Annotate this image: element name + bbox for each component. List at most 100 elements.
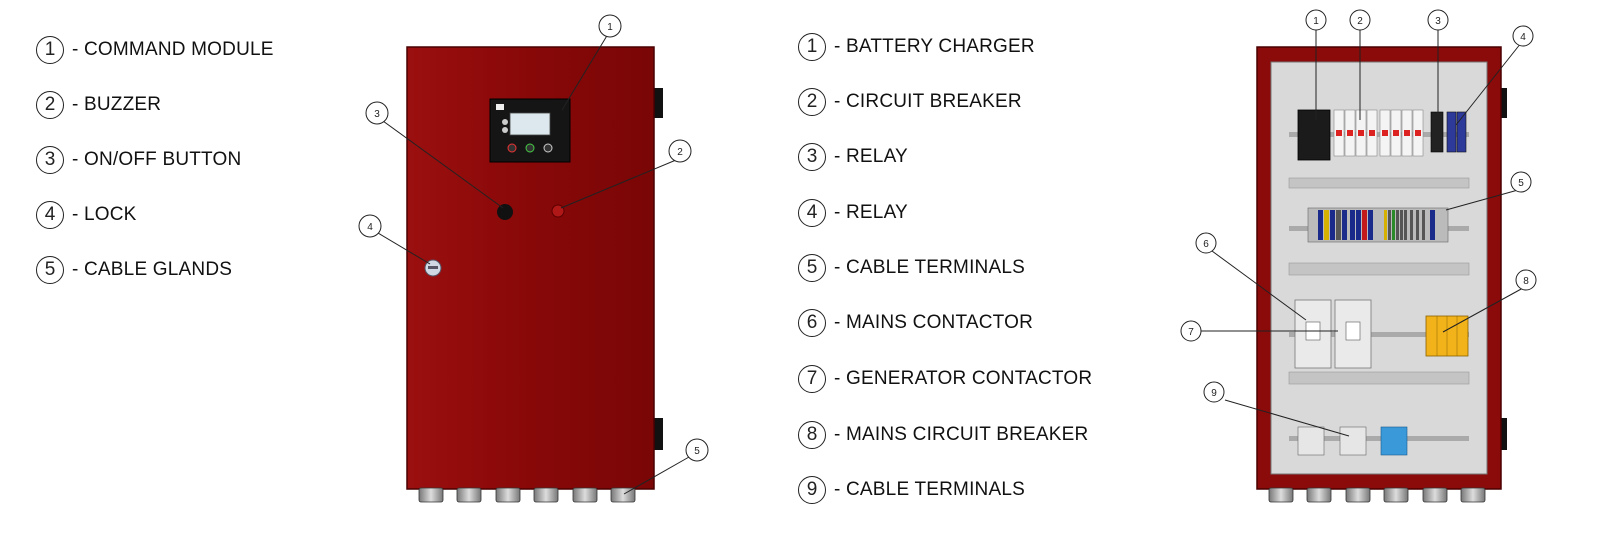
- legend-label: - CABLE GLANDS: [72, 259, 233, 280]
- legend-number: 5: [798, 254, 826, 282]
- legend-number: 3: [798, 143, 826, 171]
- front-legend-item-3: 3 - ON/OFF BUTTON: [36, 146, 241, 174]
- interior-callout-1: 1: [1305, 9, 1327, 31]
- svg-text:8: 8: [1523, 276, 1529, 287]
- down-arrow-icon: [502, 127, 508, 133]
- front-callout-5: 5: [685, 438, 709, 462]
- interior-callout-5: 5: [1510, 171, 1532, 193]
- start-key-icon: [525, 143, 535, 153]
- svg-text:2: 2: [1357, 16, 1363, 27]
- din-rail-4: [1289, 436, 1469, 441]
- interior-callout-8: 8: [1515, 269, 1537, 291]
- legend-label: - ON/OFF BUTTON: [72, 149, 242, 170]
- front-legend-item-4: 4 - LOCK: [36, 201, 137, 229]
- svg-text:4: 4: [1520, 32, 1526, 43]
- svg-text:3: 3: [1435, 16, 1441, 27]
- interior-callout-2: 2: [1349, 9, 1371, 31]
- circuit-breakers: [1333, 109, 1424, 157]
- front-callout-3: 3: [365, 101, 389, 125]
- svg-text:3: 3: [374, 109, 380, 120]
- up-arrow-icon: [502, 119, 508, 125]
- interior-legend-item-2: 2 - CIRCUIT BREAKER: [798, 88, 1022, 116]
- interior-legend-item-6: 6 - MAINS CONTACTOR: [798, 309, 1033, 337]
- lock-slot-icon: [428, 266, 438, 269]
- legend-label: - MAINS CONTACTOR: [834, 312, 1034, 333]
- legend-label: - RELAY: [834, 202, 908, 223]
- bottom-terminal-2: [1339, 426, 1367, 456]
- svg-text:1: 1: [1313, 16, 1319, 27]
- bottom-terminal-1: [1297, 426, 1325, 456]
- module-logo-icon: [496, 104, 504, 110]
- svg-text:2: 2: [677, 147, 683, 158]
- interior-legend-item-9: 9 - CABLE TERMINALS: [798, 476, 1025, 504]
- svg-text:9: 9: [1211, 388, 1217, 399]
- legend-number: 5: [36, 256, 64, 284]
- legend-number: 7: [798, 365, 826, 393]
- interior-leader-lines: [1200, 29, 1524, 437]
- legend-label: - RELAY: [834, 146, 908, 167]
- legend-number: 9: [798, 476, 826, 504]
- interior-hinge-top: [1497, 88, 1507, 118]
- front-leader-lines: [377, 33, 690, 495]
- legend-number: 4: [798, 199, 826, 227]
- command-module: [489, 98, 571, 163]
- interior-callout-3: 3: [1427, 9, 1449, 31]
- legend-number: 2: [798, 88, 826, 116]
- hinge-top: [653, 88, 663, 118]
- legend-number: 1: [798, 33, 826, 61]
- legend-number: 8: [798, 421, 826, 449]
- interior-legend-item-5: 5 - CABLE TERMINALS: [798, 254, 1025, 282]
- svg-text:6: 6: [1203, 239, 1209, 250]
- legend-label: - CIRCUIT BREAKER: [834, 91, 1022, 112]
- interior-legend-item-7: 7 - GENERATOR CONTACTOR: [798, 365, 1092, 393]
- battery-charger: [1297, 109, 1331, 161]
- relay-4a: [1446, 111, 1457, 153]
- on-off-button-icon: [497, 204, 513, 220]
- front-legend-item-1: 1 - COMMAND MODULE: [36, 36, 274, 64]
- front-callout-1: 1: [598, 14, 622, 38]
- buzzer-icon: [551, 204, 565, 218]
- front-legend-item-5: 5 - CABLE GLANDS: [36, 256, 232, 284]
- front-legend-item-2: 2 - BUZZER: [36, 91, 161, 119]
- interior-legend-item-1: 1 - BATTERY CHARGER: [798, 33, 1035, 61]
- interior-gland: [1268, 487, 1294, 503]
- relay-4b: [1456, 111, 1467, 153]
- generator-contactor: [1334, 299, 1372, 369]
- legend-number: 3: [36, 146, 64, 174]
- legend-number: 1: [36, 36, 64, 64]
- interior-legend-item-8: 8 - MAINS CIRCUIT BREAKER: [798, 421, 1088, 449]
- interior-hinge-bottom: [1497, 418, 1507, 450]
- hinge-bottom: [653, 418, 663, 450]
- cable-duct-3: [1288, 371, 1470, 385]
- svg-text:1: 1: [607, 22, 613, 33]
- cabinet-interior-view: [1256, 46, 1507, 503]
- svg-text:5: 5: [1518, 178, 1524, 189]
- interior-gland: [1422, 487, 1448, 503]
- relay-3: [1430, 111, 1444, 153]
- interior-gland: [1345, 487, 1371, 503]
- cable-duct-1: [1288, 177, 1470, 189]
- legend-label: - COMMAND MODULE: [72, 39, 274, 60]
- interior-callout-6: 6: [1195, 232, 1217, 254]
- legend-label: - CABLE TERMINALS: [834, 257, 1025, 278]
- interior-callout-4: 4: [1512, 25, 1534, 47]
- legend-label: - GENERATOR CONTACTOR: [834, 368, 1093, 389]
- legend-number: 4: [36, 201, 64, 229]
- front-callout-2: 2: [668, 139, 692, 163]
- svg-text:4: 4: [367, 222, 373, 233]
- interior-gland: [1306, 487, 1332, 503]
- svg-text:5: 5: [694, 446, 700, 457]
- interior-legend-item-3: 3 - RELAY: [798, 143, 908, 171]
- module-display: [509, 112, 551, 136]
- legend-label: - BATTERY CHARGER: [834, 36, 1035, 57]
- legend-label: - MAINS CIRCUIT BREAKER: [834, 424, 1089, 445]
- cable-duct-2: [1288, 262, 1470, 276]
- interior-gland: [1383, 487, 1409, 503]
- interior-gland: [1460, 487, 1486, 503]
- bottom-terminal-3: [1380, 426, 1408, 456]
- stop-key-icon: [507, 143, 517, 153]
- cable-terminals-strip: [1307, 207, 1449, 243]
- legend-number: 2: [36, 91, 64, 119]
- interior-callout-7: 7: [1180, 320, 1202, 342]
